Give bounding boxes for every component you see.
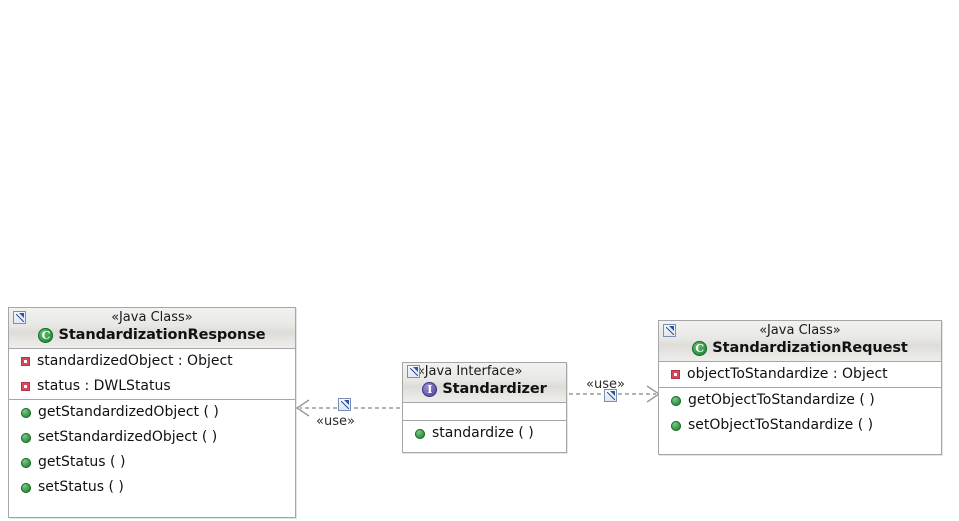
attribute-label: standardizedObject : Object bbox=[37, 353, 233, 369]
operation-row[interactable]: setStatus ( ) bbox=[9, 475, 295, 500]
restore-badge-icon[interactable] bbox=[663, 324, 676, 337]
private-square-icon bbox=[671, 370, 680, 379]
operation-row[interactable]: getStatus ( ) bbox=[9, 450, 295, 475]
operation-label: standardize ( ) bbox=[432, 425, 534, 441]
operation-row[interactable]: getObjectToStandardize ( ) bbox=[659, 388, 941, 413]
interface-name: Standardizer bbox=[442, 381, 547, 397]
class-name: StandardizationResponse bbox=[58, 327, 266, 343]
operation-label: getStatus ( ) bbox=[38, 454, 126, 470]
operation-label: getStandardizedObject ( ) bbox=[38, 404, 219, 420]
public-circle-icon bbox=[21, 457, 31, 468]
restore-badge-icon[interactable] bbox=[407, 365, 420, 378]
attributes-compartment: standardizedObject : Object status : DWL… bbox=[9, 349, 295, 399]
operations-compartment: standardize ( ) bbox=[403, 420, 566, 446]
operation-label: setStandardizedObject ( ) bbox=[38, 429, 218, 445]
private-square-icon bbox=[21, 357, 30, 366]
link-badge-icon-left bbox=[338, 398, 351, 411]
class-box-standardization-request[interactable]: «Java Class» StandardizationRequest obje… bbox=[658, 320, 942, 455]
attribute-row[interactable]: status : DWLStatus bbox=[9, 374, 295, 399]
public-circle-icon bbox=[671, 395, 681, 406]
public-circle-icon bbox=[671, 420, 681, 431]
public-circle-icon bbox=[415, 428, 425, 439]
attribute-row[interactable]: objectToStandardize : Object bbox=[659, 362, 941, 387]
green-class-icon bbox=[692, 341, 708, 356]
class-box-standardizer[interactable]: «Java Interface» Standardizer standardiz… bbox=[402, 362, 567, 453]
interface-stereotype: «Java Interface» bbox=[417, 364, 523, 379]
class-header-standardization-request: «Java Class» StandardizationRequest bbox=[659, 321, 941, 362]
private-square-icon bbox=[21, 382, 30, 391]
link-badge-icon-right bbox=[604, 389, 617, 402]
attribute-label: objectToStandardize : Object bbox=[687, 366, 888, 382]
purple-interface-icon bbox=[422, 382, 438, 397]
relationship-label-use-left: «use» bbox=[316, 414, 355, 429]
operation-row[interactable]: standardize ( ) bbox=[403, 421, 566, 446]
operation-row[interactable]: setObjectToStandardize ( ) bbox=[659, 413, 941, 438]
class-header-standardization-response: «Java Class» StandardizationResponse bbox=[9, 308, 295, 349]
restore-badge-icon[interactable] bbox=[13, 311, 26, 324]
class-box-standardization-response[interactable]: «Java Class» StandardizationResponse sta… bbox=[8, 307, 296, 518]
operation-label: setStatus ( ) bbox=[38, 479, 124, 495]
dependency-arrowhead-left bbox=[295, 399, 310, 417]
operation-label: getObjectToStandardize ( ) bbox=[688, 392, 875, 408]
public-circle-icon bbox=[21, 482, 31, 493]
class-stereotype: «Java Class» bbox=[111, 310, 193, 325]
public-circle-icon bbox=[21, 432, 31, 443]
attribute-label: status : DWLStatus bbox=[37, 378, 171, 394]
class-title-row: StandardizationRequest bbox=[659, 339, 941, 358]
class-stereotype: «Java Class» bbox=[759, 323, 841, 338]
attributes-compartment bbox=[403, 403, 566, 420]
operation-row[interactable]: getStandardizedObject ( ) bbox=[9, 400, 295, 425]
relationship-label-use-right: «use» bbox=[586, 377, 625, 392]
operation-label: setObjectToStandardize ( ) bbox=[688, 417, 874, 433]
green-class-icon bbox=[38, 328, 54, 343]
operations-compartment: getStandardizedObject ( ) setStandardize… bbox=[9, 399, 295, 500]
class-name: StandardizationRequest bbox=[712, 340, 908, 356]
class-header-standardizer: «Java Interface» Standardizer bbox=[403, 363, 566, 403]
class-title-row: StandardizationResponse bbox=[9, 326, 295, 345]
operation-row[interactable]: setStandardizedObject ( ) bbox=[9, 425, 295, 450]
operations-compartment: getObjectToStandardize ( ) setObjectToSt… bbox=[659, 387, 941, 438]
attribute-row[interactable]: standardizedObject : Object bbox=[9, 349, 295, 374]
public-circle-icon bbox=[21, 407, 31, 418]
attributes-compartment: objectToStandardize : Object bbox=[659, 362, 941, 387]
interface-title-row: Standardizer bbox=[403, 380, 566, 399]
